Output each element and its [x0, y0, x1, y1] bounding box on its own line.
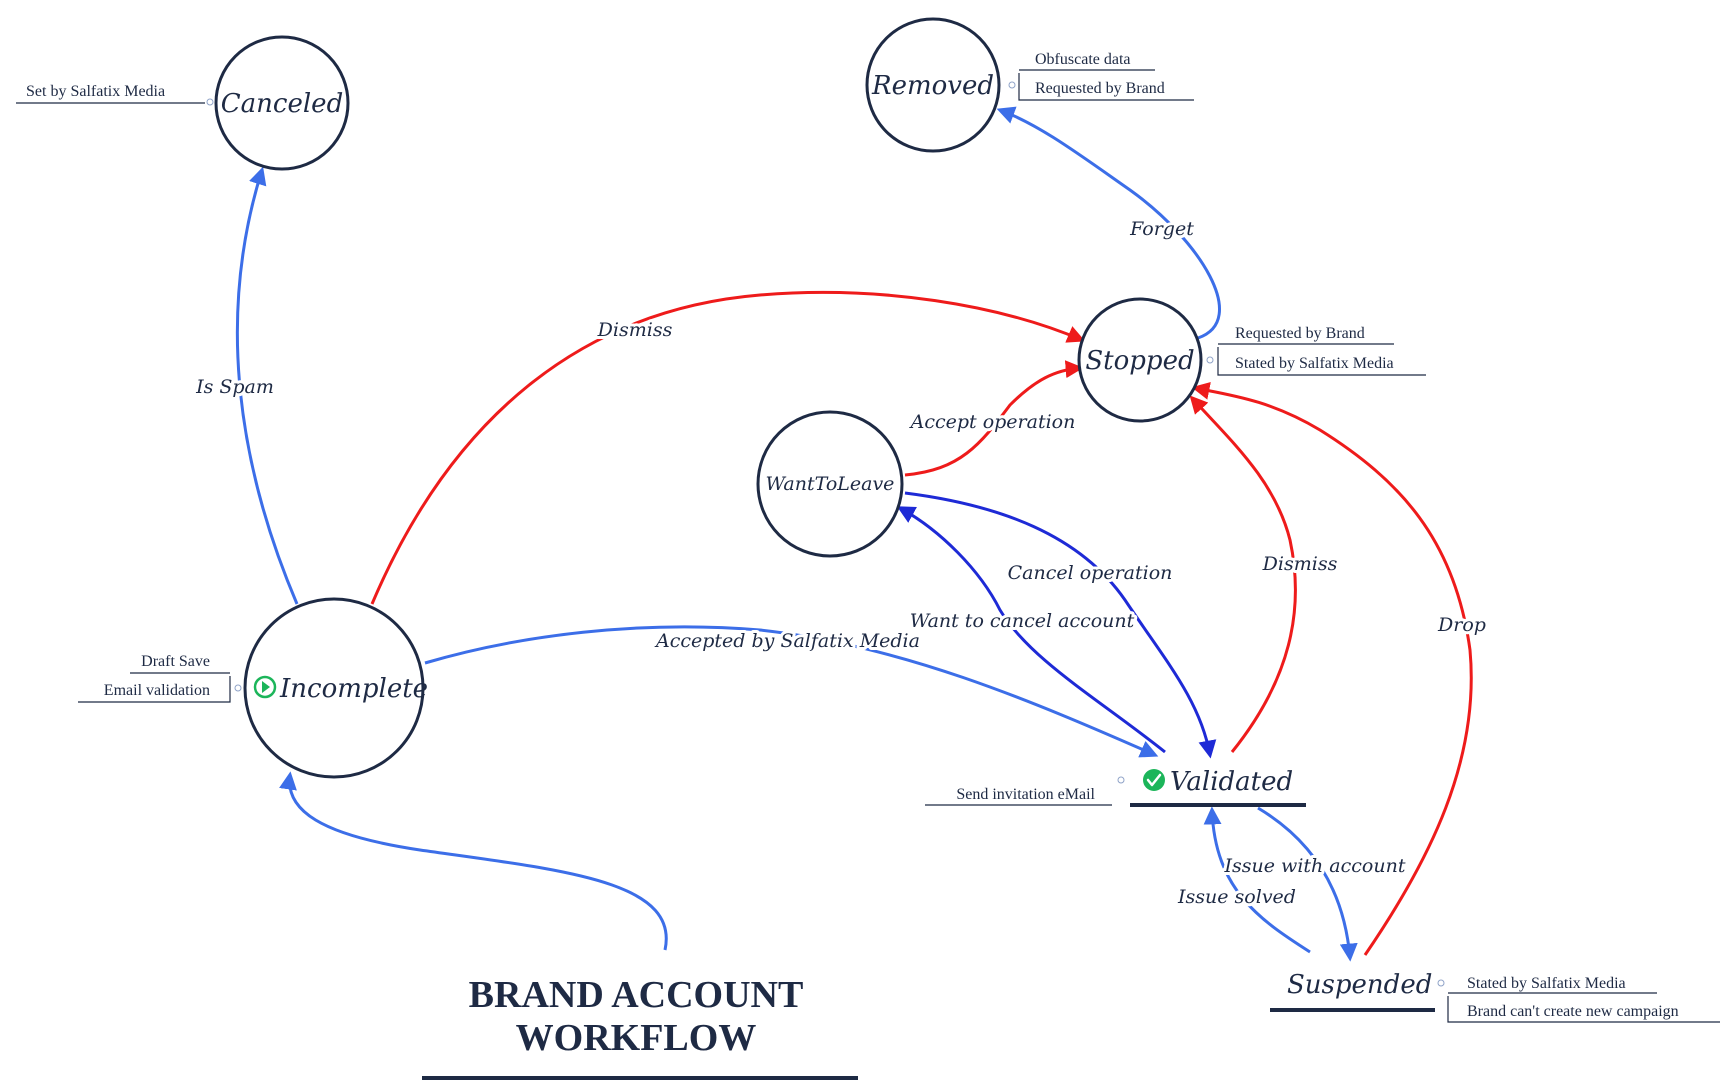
- note-suspended: Stated by Salfatix Media Brand can't cre…: [1437, 975, 1720, 1023]
- note-suspended-1: Brand can't create new campaign: [1467, 1003, 1679, 1020]
- state-suspended-label: Suspended: [1287, 970, 1432, 1000]
- edge-want-to-cancel: [896, 506, 1166, 754]
- play-circle-icon: [253, 675, 277, 699]
- state-validated[interactable]: Validated: [1130, 767, 1306, 807]
- state-removed-label: Removed: [871, 71, 994, 101]
- state-stopped-label: Stopped: [1085, 346, 1194, 376]
- note-stopped-0: Requested by Brand: [1235, 325, 1365, 342]
- note-suspended-0: Stated by Salfatix Media: [1467, 975, 1626, 992]
- note-removed-0: Obfuscate data: [1035, 51, 1131, 68]
- edge-accept-operation: [904, 360, 1084, 477]
- note-validated: Send invitation eMail: [925, 776, 1125, 806]
- state-removed[interactable]: Removed: [865, 17, 1001, 153]
- edge-issue-solved: [1203, 806, 1311, 954]
- note-validated-0: Send invitation eMail: [956, 786, 1095, 803]
- label-dismiss-incomplete: Dismiss: [597, 319, 673, 341]
- note-removed: Obfuscate data Requested by Brand: [1008, 51, 1194, 101]
- label-cancel-operation: Cancel operation: [1008, 562, 1173, 584]
- edge-cancel-operation: [904, 491, 1217, 759]
- edge-issue-with-account: [1257, 806, 1358, 962]
- label-dismiss-validated: Dismiss: [1262, 553, 1338, 575]
- label-drop: Drop: [1437, 614, 1486, 636]
- edge-start: [279, 771, 668, 951]
- edge-drop: [1191, 381, 1473, 956]
- note-incomplete-0: Draft Save: [141, 653, 210, 670]
- state-incomplete-label: Incomplete: [279, 674, 428, 704]
- state-stopped[interactable]: Stopped: [1077, 297, 1203, 423]
- note-incomplete-1: Email validation: [104, 682, 210, 699]
- state-wanttoleave-label: WantToLeave: [766, 473, 895, 495]
- state-wanttoleave[interactable]: WantToLeave: [756, 410, 904, 558]
- edge-accepted-by-salfatix: [424, 625, 1159, 758]
- note-removed-1: Requested by Brand: [1035, 80, 1165, 97]
- check-circle-icon: [1143, 769, 1165, 791]
- state-canceled-label: Canceled: [221, 89, 343, 119]
- edge-is-spam: [235, 166, 299, 605]
- diagram-title: BRAND ACCOUNT WORKFLOW: [422, 974, 858, 1080]
- label-accepted-by-salfatix: Accepted by Salfatix Media: [654, 630, 920, 652]
- state-incomplete[interactable]: Incomplete: [243, 597, 428, 779]
- label-forget: Forget: [1129, 218, 1194, 240]
- state-canceled[interactable]: Canceled: [214, 35, 350, 171]
- title-line-2: WORKFLOW: [516, 1017, 757, 1059]
- edge-labels: Is Spam Dismiss Forget Accept operation …: [192, 215, 1489, 911]
- label-issue-with-account: Issue with account: [1224, 855, 1406, 877]
- label-accept-operation: Accept operation: [909, 411, 1076, 433]
- note-incomplete: Draft Save Email validation: [78, 653, 242, 703]
- edge-dismiss-incomplete: [370, 290, 1086, 605]
- state-suspended[interactable]: Suspended: [1270, 970, 1435, 1012]
- title-line-1: BRAND ACCOUNT: [469, 974, 804, 1016]
- label-issue-solved: Issue solved: [1177, 886, 1296, 908]
- note-canceled: Set by Salfatix Media: [16, 83, 214, 106]
- label-want-to-cancel: Want to cancel account: [910, 610, 1135, 632]
- edge-forget: [996, 106, 1221, 340]
- note-canceled-0: Set by Salfatix Media: [26, 83, 165, 100]
- label-is-spam: Is Spam: [195, 376, 274, 398]
- note-stopped-1: Stated by Salfatix Media: [1235, 355, 1394, 372]
- edge-dismiss-validated: [1189, 395, 1297, 753]
- state-validated-label: Validated: [1170, 767, 1293, 797]
- note-stopped: Requested by Brand Stated by Salfatix Me…: [1206, 325, 1426, 376]
